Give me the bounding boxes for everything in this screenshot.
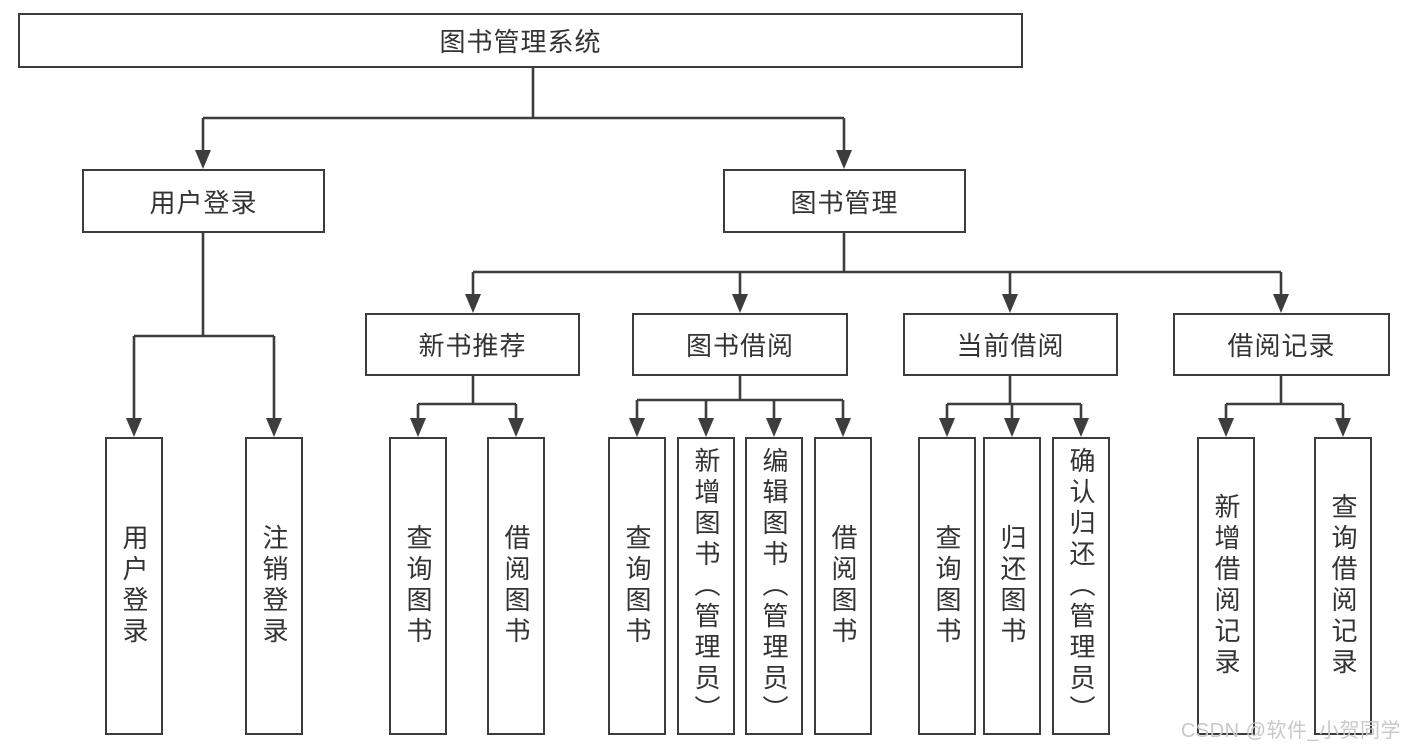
node-leaf-add-book-admin: 新增图书（管理员）	[677, 437, 735, 735]
node-label: 查询图书	[622, 524, 652, 648]
node-leaf-return-books: 归还图书	[983, 437, 1041, 735]
node-borrowing-records: 借阅记录	[1173, 313, 1390, 376]
node-leaf-user-login: 用户登录	[105, 437, 163, 735]
node-current-borrowing: 当前借阅	[903, 313, 1118, 376]
node-book-borrowing: 图书借阅	[632, 313, 848, 376]
node-book-management: 图书管理	[723, 169, 966, 233]
node-new-book-recommendation: 新书推荐	[365, 313, 580, 376]
node-label: 借阅图书	[501, 524, 531, 648]
node-user-login: 用户登录	[82, 169, 325, 233]
node-leaf-edit-book-admin: 编辑图书（管理员）	[745, 437, 803, 735]
node-leaf-borrow-books-recommend: 借阅图书	[487, 437, 545, 735]
node-label: 归还图书	[997, 524, 1027, 648]
node-label: 查询图书	[403, 524, 433, 648]
node-label: 新增图书（管理员）	[691, 446, 721, 726]
node-label: 借阅图书	[828, 524, 858, 648]
node-leaf-query-books-recommend: 查询图书	[389, 437, 447, 735]
node-leaf-logout: 注销登录	[245, 437, 303, 735]
node-label: 确认归还（管理员）	[1066, 446, 1096, 726]
node-label: 查询借阅记录	[1328, 493, 1358, 679]
node-leaf-borrow-books: 借阅图书	[814, 437, 872, 735]
node-leaf-query-borrow-record: 查询借阅记录	[1314, 437, 1372, 735]
node-label: 新增借阅记录	[1211, 493, 1241, 679]
node-label: 编辑图书（管理员）	[759, 446, 789, 726]
node-leaf-add-borrow-record: 新增借阅记录	[1197, 437, 1255, 735]
node-library-management-system: 图书管理系统	[18, 13, 1023, 68]
node-leaf-query-books-current: 查询图书	[918, 437, 976, 735]
watermark: CSDN @软件_小贺同学	[1180, 720, 1401, 742]
node-leaf-confirm-return-admin: 确认归还（管理员）	[1052, 437, 1110, 735]
node-label: 注销登录	[259, 524, 289, 648]
node-leaf-query-books-borrow: 查询图书	[608, 437, 666, 735]
node-label: 查询图书	[932, 524, 962, 648]
node-label: 用户登录	[119, 524, 149, 648]
